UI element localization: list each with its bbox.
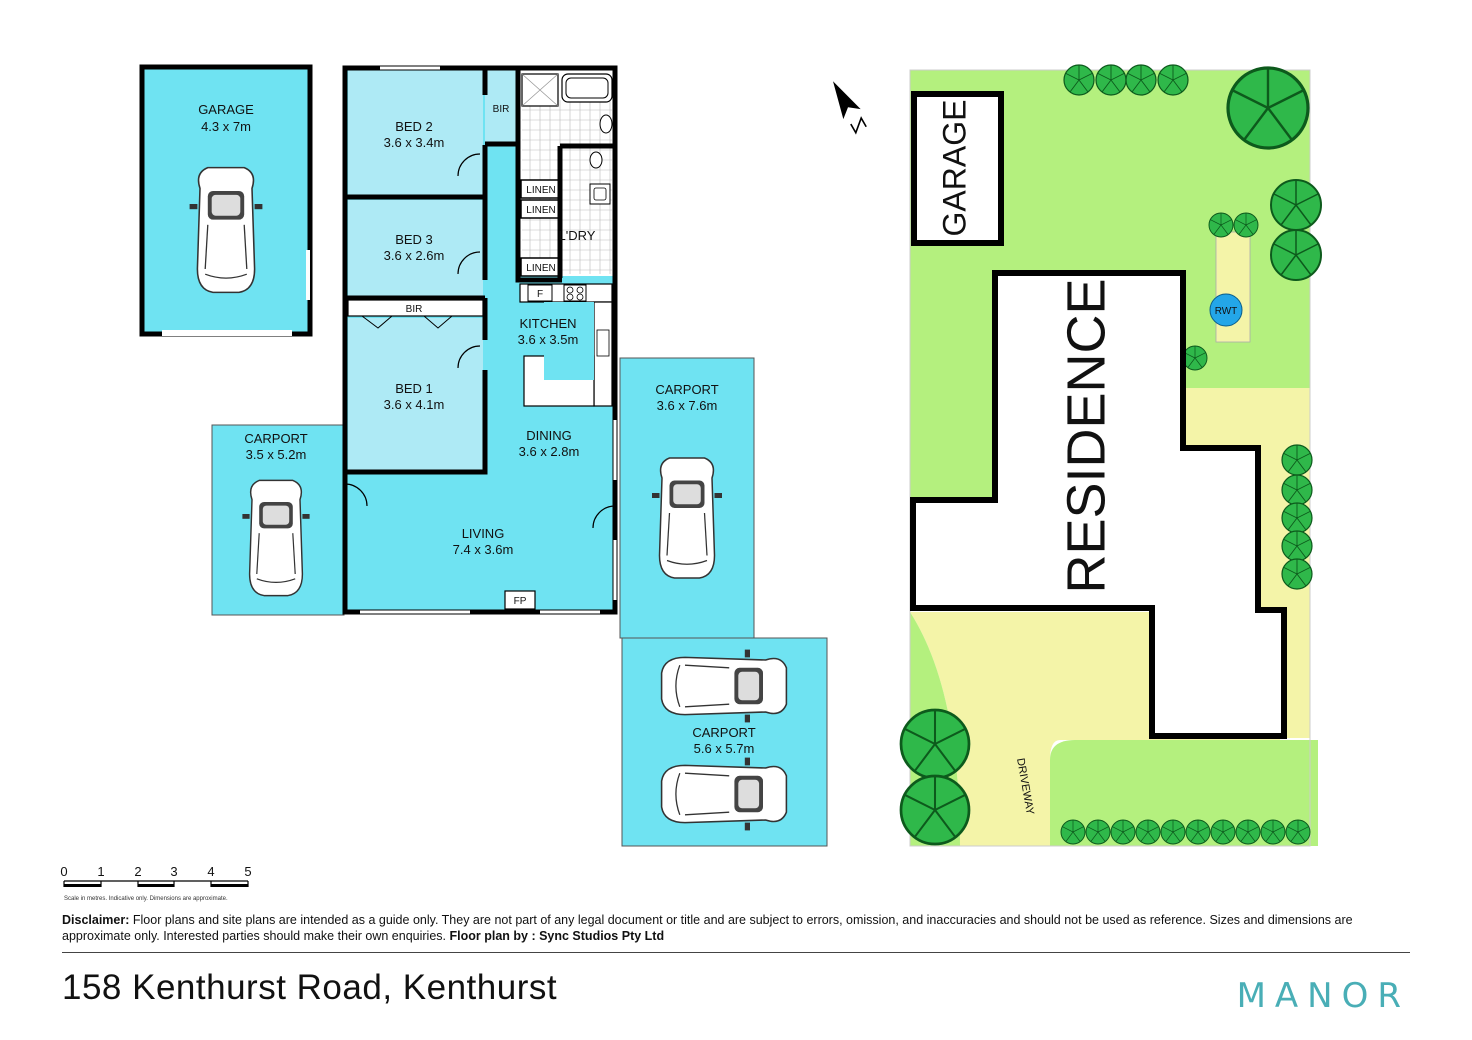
car-icon [188, 166, 264, 294]
divider [62, 952, 1410, 953]
laundry-label: L'DRY [559, 228, 596, 243]
site-residence: RESIDENCE [910, 270, 1287, 739]
scale-tick: 0 [60, 864, 67, 879]
brand-logo: MANOR [1236, 976, 1410, 1016]
room-size: 7.4 x 3.6m [453, 542, 514, 557]
carport-bottom: CARPORT 5.6 x 5.7m [621, 637, 828, 847]
linen-label: LINEN [526, 263, 555, 274]
room-name: BED 3 [395, 232, 433, 247]
car-icon [241, 479, 311, 597]
room-size: 3.5 x 5.2m [246, 447, 307, 462]
house-walls [342, 65, 618, 615]
carport-left: CARPORT 3.5 x 5.2m [211, 424, 345, 616]
room-size: 3.6 x 3.5m [518, 332, 579, 347]
room-size: 3.6 x 2.6m [384, 248, 445, 263]
detached-garage: GARAGE 4.3 x 7m [139, 64, 313, 337]
room-name: CARPORT [692, 725, 755, 740]
car-icon [660, 756, 788, 832]
room-name: DINING [526, 428, 572, 443]
carport-right: CARPORT 3.6 x 7.6m [619, 357, 755, 639]
room-size: 3.6 x 2.8m [519, 444, 580, 459]
bir-label: BIR [406, 304, 423, 315]
linen-label: LINEN [526, 205, 555, 216]
north-arrow-icon [833, 81, 867, 135]
site-garage-label: GARAGE [936, 100, 972, 237]
residence-label: RESIDENCE [1056, 278, 1116, 593]
room-name: LIVING [462, 526, 505, 541]
property-address: 158 Kenthurst Road, Kenthurst [62, 968, 558, 1007]
house [345, 68, 615, 613]
room-name: BED 2 [395, 119, 433, 134]
scale-tick: 5 [244, 864, 251, 879]
scale-note: Scale in metres. Indicative only. Dimens… [64, 896, 228, 902]
room-size: 5.6 x 5.7m [694, 741, 755, 756]
disclaimer-text: Floor plans and site plans are intended … [62, 913, 1353, 943]
rwt-label: RWT [1215, 306, 1238, 317]
fridge-label: F [537, 289, 543, 300]
car-icon [651, 457, 723, 579]
scale-tick: 4 [207, 864, 214, 879]
scale-tick: 2 [134, 864, 141, 879]
room-size: 3.6 x 7.6m [657, 398, 718, 413]
room-name: CARPORT [244, 431, 307, 446]
room-name: BED 1 [395, 381, 433, 396]
site-garage: GARAGE [911, 91, 1004, 246]
disclaimer-label: Disclaimer: [62, 913, 130, 927]
linen-label: LINEN [526, 185, 555, 196]
rainwater-tank: RWT [1209, 293, 1243, 327]
scale-tick: 3 [170, 864, 177, 879]
room-size: 3.6 x 4.1m [384, 397, 445, 412]
scale-tick: 1 [97, 864, 104, 879]
room-size: 4.3 x 7m [201, 119, 251, 134]
scale-bar: 0 1 2 3 4 5 Scale in metres. Indicative … [60, 864, 251, 902]
room-name: KITCHEN [519, 316, 576, 331]
fireplace-label: FP [514, 596, 527, 607]
disclaimer-credit: Floor plan by : Sync Studios Pty Ltd [449, 929, 665, 943]
room-name: CARPORT [655, 382, 718, 397]
room-name: GARAGE [198, 102, 254, 117]
room-size: 3.6 x 3.4m [384, 135, 445, 150]
disclaimer: Disclaimer: Floor plans and site plans a… [62, 912, 1422, 944]
car-icon [660, 648, 788, 724]
bir-label: BIR [493, 104, 510, 115]
